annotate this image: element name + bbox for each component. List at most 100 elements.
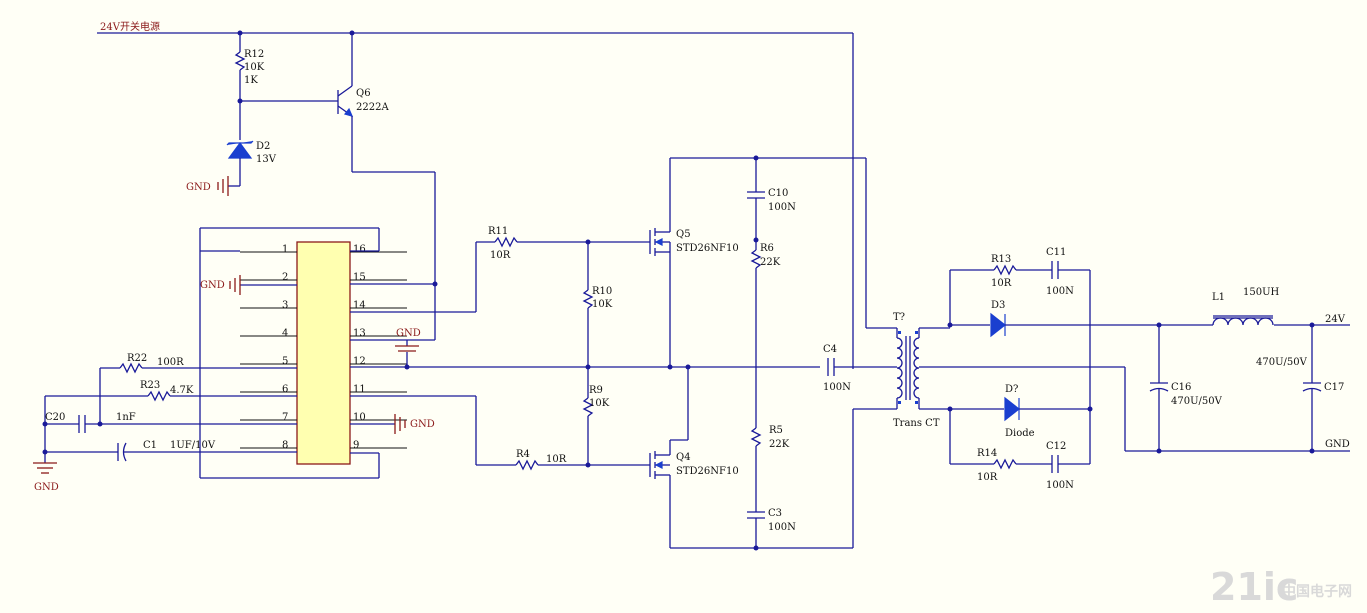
r22-value: 100R xyxy=(157,357,184,368)
r23-value: 4.7K xyxy=(170,385,194,396)
r5-ref: R5 xyxy=(769,425,783,436)
r4-ref: R4 xyxy=(516,449,530,460)
r12-value-1: 10K xyxy=(244,62,265,73)
ic-pin-right-number: 14 xyxy=(353,300,366,311)
r5-value: 22K xyxy=(769,439,790,450)
r12-ref: R12 xyxy=(244,49,264,60)
ic-pin-right-number: 13 xyxy=(353,328,366,339)
transformer-value: Trans CT xyxy=(893,418,940,429)
output-pos-label: 24V xyxy=(1325,314,1346,325)
q6-ref: Q6 xyxy=(356,88,371,99)
q4-value: STD26NF10 xyxy=(676,466,739,477)
resistor-r4: R4 10R xyxy=(515,449,650,471)
snubber-r13-c11: R13 10R C11 100N xyxy=(949,247,1091,409)
gnd-label-pin10: GND xyxy=(410,419,435,430)
capacitor-c1: C1 1UF/10V xyxy=(42,424,297,462)
r4-value: 10R xyxy=(546,454,567,465)
l1-value: 150UH xyxy=(1243,287,1280,298)
pin12-net xyxy=(350,352,820,370)
resistor-r10: R10 10K xyxy=(582,242,613,370)
gnd-symbol-pin13: GND xyxy=(350,328,435,352)
snubber-r14-c12: R14 10R C12 100N xyxy=(949,409,1091,491)
ic-pin-left-number: 3 xyxy=(282,300,288,311)
ic-pin-right-number: 11 xyxy=(353,384,366,395)
pin1-pin16-loop xyxy=(199,227,380,479)
l1-ref: L1 xyxy=(1212,292,1225,303)
gnd-symbol-d2: GND xyxy=(186,176,229,196)
c16-value: 470U/50V xyxy=(1171,396,1223,407)
r9-value: 10K xyxy=(589,398,610,409)
ic-pin-right-number: 9 xyxy=(353,440,359,451)
diode-d7: D? Diode xyxy=(950,384,1093,439)
resistor-r9: R9 10K xyxy=(582,367,610,468)
r22-ref: R22 xyxy=(127,353,147,364)
secondary-wires xyxy=(919,322,1126,451)
q6-value: 2222A xyxy=(356,102,389,113)
c16-ref: C16 xyxy=(1171,382,1191,393)
watermark-logo: 21ic 中国电子网 xyxy=(1210,565,1352,609)
mosfet-q4: Q4 STD26NF10 xyxy=(649,364,853,549)
watermark-sub: 中国电子网 xyxy=(1282,583,1352,600)
d7-ref: D? xyxy=(1005,384,1018,395)
gnd-symbol-pin10: GND xyxy=(350,414,435,434)
c10-ref: C10 xyxy=(768,188,788,199)
r9-ref: R9 xyxy=(589,385,603,396)
supply-net-label: 24V开关电源 xyxy=(100,20,160,33)
capacitor-c4: C4 100N xyxy=(823,344,897,393)
c10-value: 100N xyxy=(768,202,796,213)
r13-ref: R13 xyxy=(991,254,1011,265)
supply-rail: 24V开关电源 xyxy=(97,20,854,369)
r11-value: 10R xyxy=(490,250,511,261)
c3-ref: C3 xyxy=(768,508,782,519)
q5-value: STD26NF10 xyxy=(676,243,739,254)
c20-value: 1nF xyxy=(116,412,136,423)
capacitor-c16: C16 470U/50V xyxy=(1149,325,1223,451)
output-gnd-label: GND xyxy=(1325,439,1350,450)
gnd-label-pin13: GND xyxy=(396,328,421,339)
controller-ic xyxy=(296,241,351,465)
d3-ref: D3 xyxy=(991,300,1005,311)
capacitor-c20: C20 1nF xyxy=(42,412,297,433)
pin11-wire xyxy=(350,395,516,466)
transformer-t: T? Trans CT xyxy=(893,312,940,429)
c4-ref: C4 xyxy=(823,344,837,355)
r14-value: 10R xyxy=(977,472,998,483)
resistor-r6: R6 22K xyxy=(750,240,781,428)
c11-ref: C11 xyxy=(1046,247,1066,258)
inductor-l1: L1 150UH xyxy=(1212,287,1280,326)
diode-d3: D3 xyxy=(950,300,1213,338)
c4-value: 100N xyxy=(823,382,851,393)
transistor-q6: Q6 2222A xyxy=(240,30,436,340)
transformer-ref: T? xyxy=(893,312,905,323)
capacitor-c10: C10 100N xyxy=(747,155,796,243)
c3-value: 100N xyxy=(768,522,796,533)
d2-value: 13V xyxy=(256,154,277,165)
c17-ref: C17 xyxy=(1324,382,1344,393)
d7-value: Diode xyxy=(1005,428,1035,439)
capacitor-c17: C17 470U/50V xyxy=(1256,325,1344,451)
c11-value: 100N xyxy=(1046,286,1074,297)
c1-ref: C1 xyxy=(143,440,157,451)
resistor-r23: R23 4.7K xyxy=(44,380,297,424)
r10-value: 10K xyxy=(592,299,613,310)
ic-pin-right-number: 16 xyxy=(353,244,366,255)
capacitor-c3: C3 100N xyxy=(747,508,796,551)
q4-ref: Q4 xyxy=(676,452,691,463)
pin15-wire xyxy=(350,281,438,287)
resistor-r11: R11 10R xyxy=(488,226,650,261)
gnd-label-left: GND xyxy=(34,482,59,493)
transformer-primary-wires xyxy=(852,158,897,548)
resistor-r12: R12 10K 1K xyxy=(234,30,265,104)
r14-ref: R14 xyxy=(977,448,997,459)
ic-pin-left-number: 6 xyxy=(282,384,288,395)
r13-value: 10R xyxy=(991,278,1012,289)
ic-pin-left-number: 2 xyxy=(282,272,288,283)
c17-value: 470U/50V xyxy=(1256,357,1308,368)
gnd-symbol-pin2: GND xyxy=(200,275,297,295)
ic-pin-left-number: 1 xyxy=(282,244,288,255)
ic-pin-left-number: 4 xyxy=(282,328,288,339)
r6-value: 22K xyxy=(760,257,781,268)
r10-ref: R10 xyxy=(592,286,612,297)
